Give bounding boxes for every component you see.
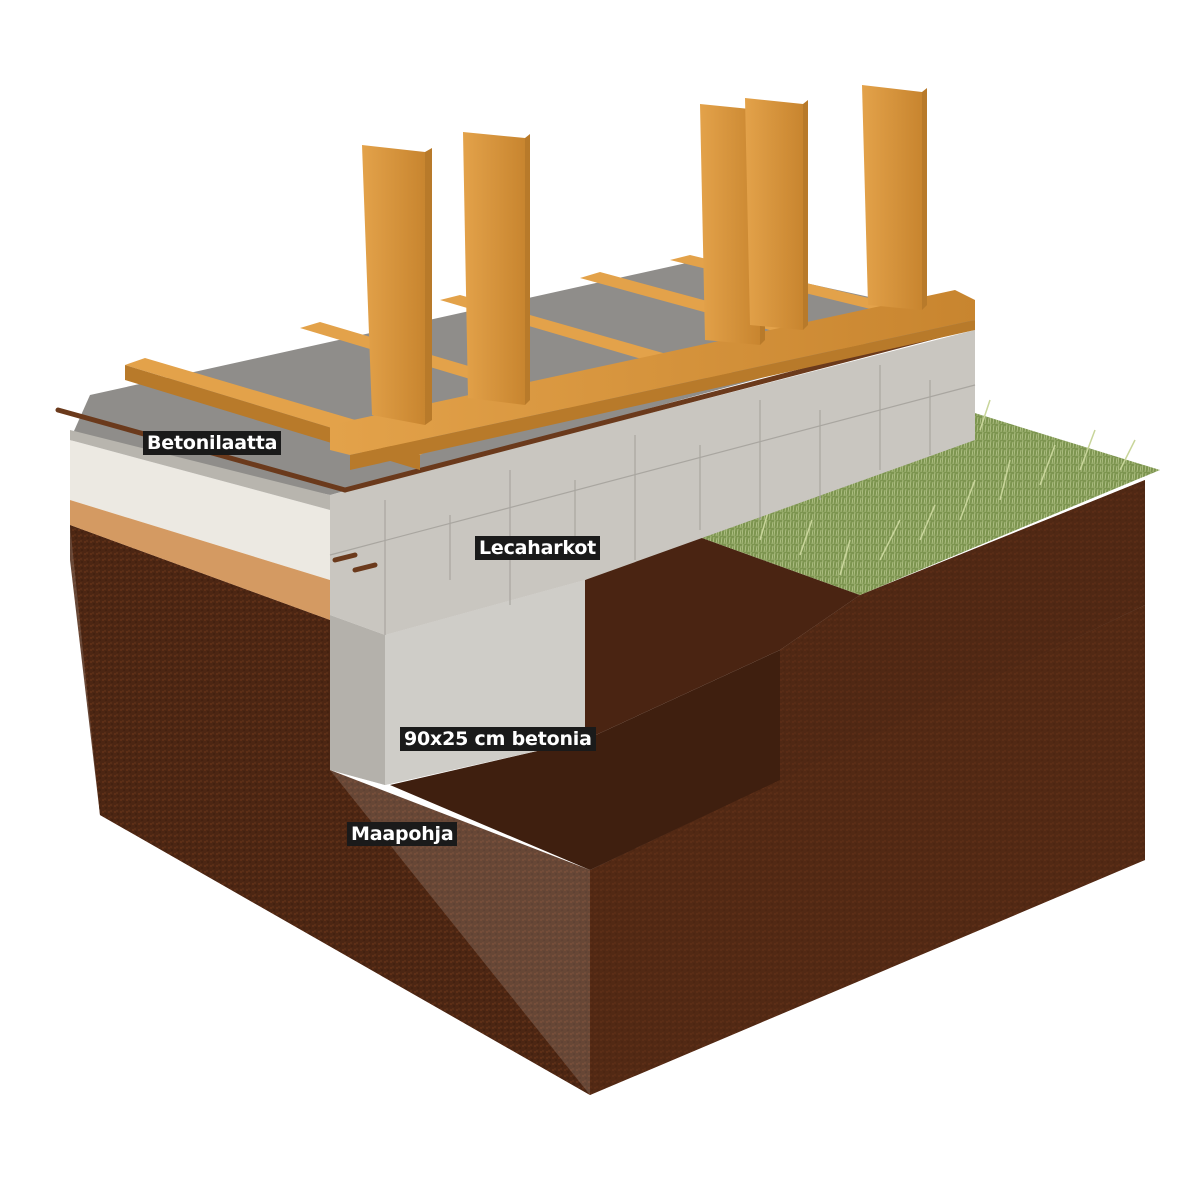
insulation-layer: [70, 440, 330, 620]
ground-soil: [70, 480, 1145, 1095]
label-ground: Maapohja: [347, 822, 458, 846]
label-concrete-footing: 90x25 cm betonia: [400, 727, 596, 751]
label-concrete-slab: Betonilaatta: [143, 431, 282, 455]
label-leca-blocks: Lecaharkot: [475, 536, 601, 560]
timber-posts: [362, 85, 927, 425]
